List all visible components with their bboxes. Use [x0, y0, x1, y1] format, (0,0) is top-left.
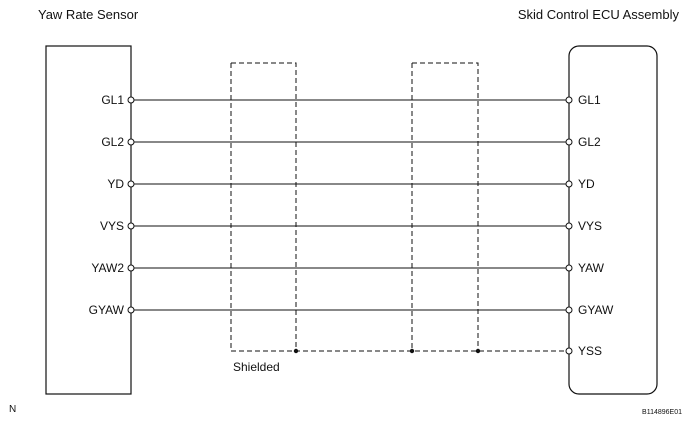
wire-gyaw — [127, 306, 573, 314]
shield-loop-left — [230, 62, 569, 352]
right-pin-label: GYAW — [578, 303, 614, 317]
skid-control-ecu-box — [568, 45, 658, 395]
wire-yaw — [127, 264, 573, 272]
left-component-title: Yaw Rate Sensor — [38, 7, 139, 22]
left-pin-label: VYS — [100, 219, 124, 233]
wire-vys — [127, 222, 573, 230]
shield-junction-dot — [475, 348, 481, 354]
right-pin-label: YSS — [578, 344, 602, 358]
shielded-label: Shielded — [233, 360, 280, 374]
left-pin-label: GYAW — [89, 303, 125, 317]
right-pin-label: GL1 — [578, 93, 601, 107]
right-component-title: Skid Control ECU Assembly — [518, 7, 680, 22]
figure-code: B114896E01 — [642, 409, 682, 416]
corner-mark: N — [9, 404, 16, 415]
wire-yd — [127, 180, 573, 188]
right-pin-label: YD — [578, 177, 595, 191]
yaw-rate-sensor-box — [45, 45, 132, 395]
left-pin-label: YD — [107, 177, 124, 191]
shield-junction-dot — [409, 348, 415, 354]
shield-junction-dot — [293, 348, 299, 354]
right-pin-label: YAW — [578, 261, 605, 275]
left-pin-label: GL1 — [101, 93, 124, 107]
shield-loop-right — [411, 62, 479, 351]
left-pin-label: YAW2 — [91, 261, 124, 275]
ecu-terminal-yss — [565, 347, 573, 355]
right-pin-label: VYS — [578, 219, 602, 233]
right-pin-label: GL2 — [578, 135, 601, 149]
wire-gl1 — [127, 96, 573, 104]
left-pin-label: GL2 — [101, 135, 124, 149]
wire-gl2 — [127, 138, 573, 146]
